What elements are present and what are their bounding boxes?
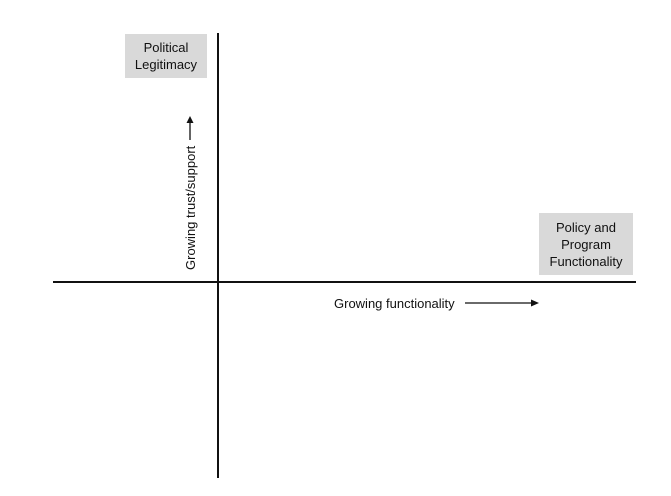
y-axis-box-line-2: Legitimacy (134, 57, 198, 72)
y-axis-direction-label: Growing trust/support (182, 145, 198, 270)
policy-functionality-box: Policy and Program Functionality (539, 213, 633, 275)
y-axis-direction: Growing trust/support (181, 115, 199, 270)
horizontal-axis-line (53, 281, 636, 283)
vertical-axis-line (217, 33, 219, 478)
arrow-up-icon (186, 115, 194, 140)
x-axis-direction-label: Growing functionality (334, 295, 455, 311)
y-axis-box-line-1: Political (143, 40, 189, 55)
arrow-right-icon (464, 299, 539, 307)
political-legitimacy-box: Political Legitimacy (125, 34, 207, 78)
x-axis-box-line-3: Functionality (549, 253, 623, 269)
x-axis-direction: Growing functionality (334, 294, 539, 312)
x-axis-box-line-2: Program (561, 236, 611, 252)
x-axis-box-line-1: Policy and (556, 219, 616, 235)
